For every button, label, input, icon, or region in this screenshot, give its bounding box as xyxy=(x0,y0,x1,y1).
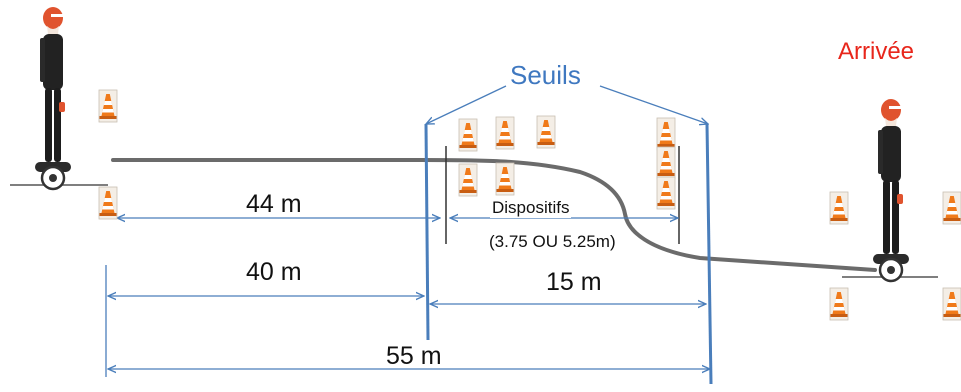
cone-icon xyxy=(495,116,515,150)
cone-icon xyxy=(829,191,849,225)
seuil-line-1 xyxy=(424,123,430,341)
cone-icon xyxy=(942,287,961,321)
dist-15m-label: 15 m xyxy=(546,268,602,296)
cone-icon xyxy=(656,146,676,180)
start-rider-icon xyxy=(33,5,73,191)
seuil-line-2 xyxy=(705,123,713,385)
cone-icon xyxy=(656,176,676,210)
cone-icon xyxy=(829,287,849,321)
cone-icon xyxy=(656,117,676,151)
seuils-label: Seuils xyxy=(510,60,581,90)
cone-icon xyxy=(495,162,515,196)
arrivee-label: Arrivée xyxy=(838,38,915,65)
seuils-pointer-left xyxy=(426,85,507,124)
finish-rider-icon xyxy=(871,97,911,283)
cone-icon xyxy=(458,163,478,197)
cone-icon xyxy=(458,118,478,152)
seuils-pointer-right xyxy=(599,85,708,124)
dist-55m-label: 55 m xyxy=(386,342,442,370)
cone-icon xyxy=(536,115,556,149)
dispositifs-size-label: (3.75 OU 5.25m) xyxy=(489,232,616,251)
cone-icon xyxy=(98,186,118,220)
cone-icon xyxy=(98,89,118,123)
dist-44m-label: 44 m xyxy=(246,190,302,218)
dist-40m-label: 40 m xyxy=(246,258,302,286)
dispositifs-label: Dispositifs xyxy=(490,198,572,218)
trajectory-path xyxy=(111,158,877,272)
cone-icon xyxy=(942,191,961,225)
